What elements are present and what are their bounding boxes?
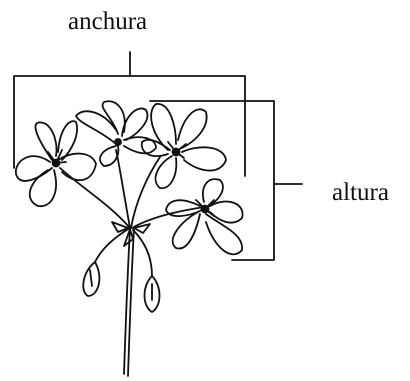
width-label: anchura <box>68 9 147 34</box>
flower-upper-right <box>142 104 226 188</box>
height-label: altura <box>332 180 389 205</box>
bud-left <box>83 262 99 296</box>
flower-left <box>16 121 96 206</box>
width-bracket <box>14 52 245 176</box>
stem <box>124 228 134 376</box>
flower-lower-right <box>166 179 243 254</box>
bud-right <box>145 276 160 312</box>
pedicels <box>60 150 210 276</box>
